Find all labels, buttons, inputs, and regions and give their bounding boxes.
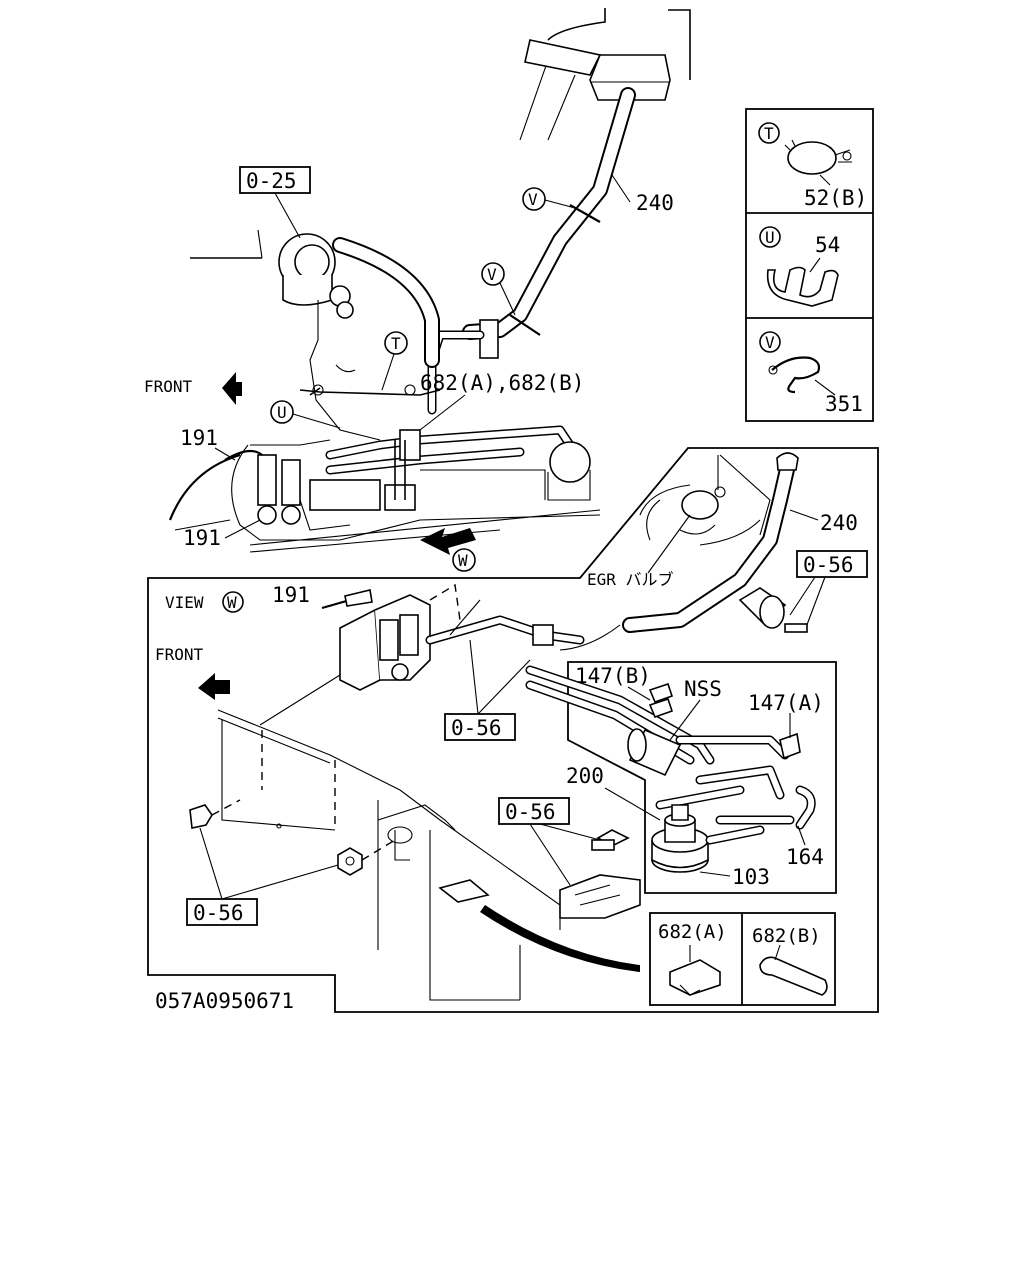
bolt-left bbox=[189, 804, 213, 829]
svg-text:T: T bbox=[391, 334, 401, 353]
view-label: VIEW bbox=[165, 593, 204, 612]
marker-v-2 bbox=[481, 262, 505, 286]
clip-682b bbox=[759, 956, 828, 996]
clamp-351 bbox=[771, 356, 821, 394]
vsv-block bbox=[309, 479, 381, 511]
front-label-top: FRONT bbox=[144, 377, 193, 396]
hose-240 bbox=[462, 87, 636, 340]
svg-text:V: V bbox=[528, 190, 538, 209]
top-assembly bbox=[168, 8, 691, 555]
callout-0-56-lower-left: 0-56 bbox=[193, 901, 244, 925]
clip-52b bbox=[787, 141, 837, 175]
view-marker-w bbox=[222, 591, 244, 613]
canister bbox=[549, 441, 591, 483]
callout-164: 164 bbox=[786, 845, 824, 869]
drawing-number: 057A0950671 bbox=[155, 989, 294, 1013]
view-w-frame bbox=[147, 447, 879, 1013]
callout-191-view: 191 bbox=[272, 583, 310, 607]
callout-0-56-mid: 0-56 bbox=[451, 716, 502, 740]
callout-191-b: 191 bbox=[183, 526, 221, 550]
solenoid-right bbox=[281, 459, 301, 506]
callout-0-25: 0-25 bbox=[246, 169, 297, 193]
rubber-boot bbox=[589, 54, 671, 101]
legend-marker-v bbox=[759, 331, 781, 353]
callout-103: 103 bbox=[732, 865, 770, 889]
clip-147b bbox=[648, 682, 674, 704]
nss-inset-frame bbox=[567, 661, 837, 894]
legend-part-351: 351 bbox=[825, 392, 863, 416]
marker-v-1 bbox=[522, 187, 546, 211]
clip-147a bbox=[779, 732, 801, 760]
nut bbox=[337, 847, 363, 876]
marker-t bbox=[384, 331, 408, 355]
callout-682ab: 682(A),682(B) bbox=[420, 371, 584, 395]
inset-leader-cable bbox=[480, 905, 640, 972]
callout-0-56-right: 0-56 bbox=[803, 553, 854, 577]
egr-valve-label: EGR バルブ bbox=[587, 570, 674, 589]
clip-682a bbox=[669, 959, 721, 996]
legend-marker-u bbox=[759, 226, 781, 248]
solenoid-left bbox=[257, 454, 277, 506]
legend-part-54: 54 bbox=[815, 233, 840, 257]
marker-u bbox=[270, 400, 294, 424]
front-arrow-view bbox=[198, 673, 230, 700]
front-arrow-top bbox=[222, 372, 242, 405]
vsv-bracket-assembly bbox=[339, 583, 621, 691]
svg-text:T: T bbox=[764, 124, 774, 143]
front-label-view: FRONT bbox=[155, 645, 204, 664]
egr-valve-inset bbox=[622, 452, 799, 633]
callout-0-56-lower-mid: 0-56 bbox=[505, 800, 556, 824]
callout-nss: NSS bbox=[684, 677, 722, 701]
legend-marker-t bbox=[758, 122, 780, 144]
svg-text:U: U bbox=[277, 403, 287, 422]
legend-part-52b: 52(B) bbox=[804, 186, 867, 210]
svg-text:U: U bbox=[765, 228, 775, 247]
clip-54 bbox=[766, 266, 839, 307]
callout-147a: 147(A) bbox=[748, 691, 824, 715]
svg-text:W: W bbox=[458, 551, 468, 570]
svg-text:V: V bbox=[487, 265, 497, 284]
callout-191-a: 191 bbox=[180, 426, 218, 450]
callout-147b: 147(B) bbox=[575, 664, 651, 688]
callout-200: 200 bbox=[566, 764, 604, 788]
svg-text:V: V bbox=[765, 333, 775, 352]
legend-box: T 52(B) U 54 V 351 bbox=[745, 108, 874, 422]
part-103 bbox=[651, 804, 709, 873]
arrow-w bbox=[420, 528, 476, 555]
svg-text:W: W bbox=[227, 593, 237, 612]
callout-240-top: 240 bbox=[636, 191, 674, 215]
callout-682b: 682(B) bbox=[752, 925, 821, 947]
callout-682a: 682(A) bbox=[658, 921, 727, 943]
hose-connector bbox=[479, 319, 499, 359]
marker-w bbox=[452, 548, 476, 572]
callout-240-mid: 240 bbox=[820, 511, 858, 535]
